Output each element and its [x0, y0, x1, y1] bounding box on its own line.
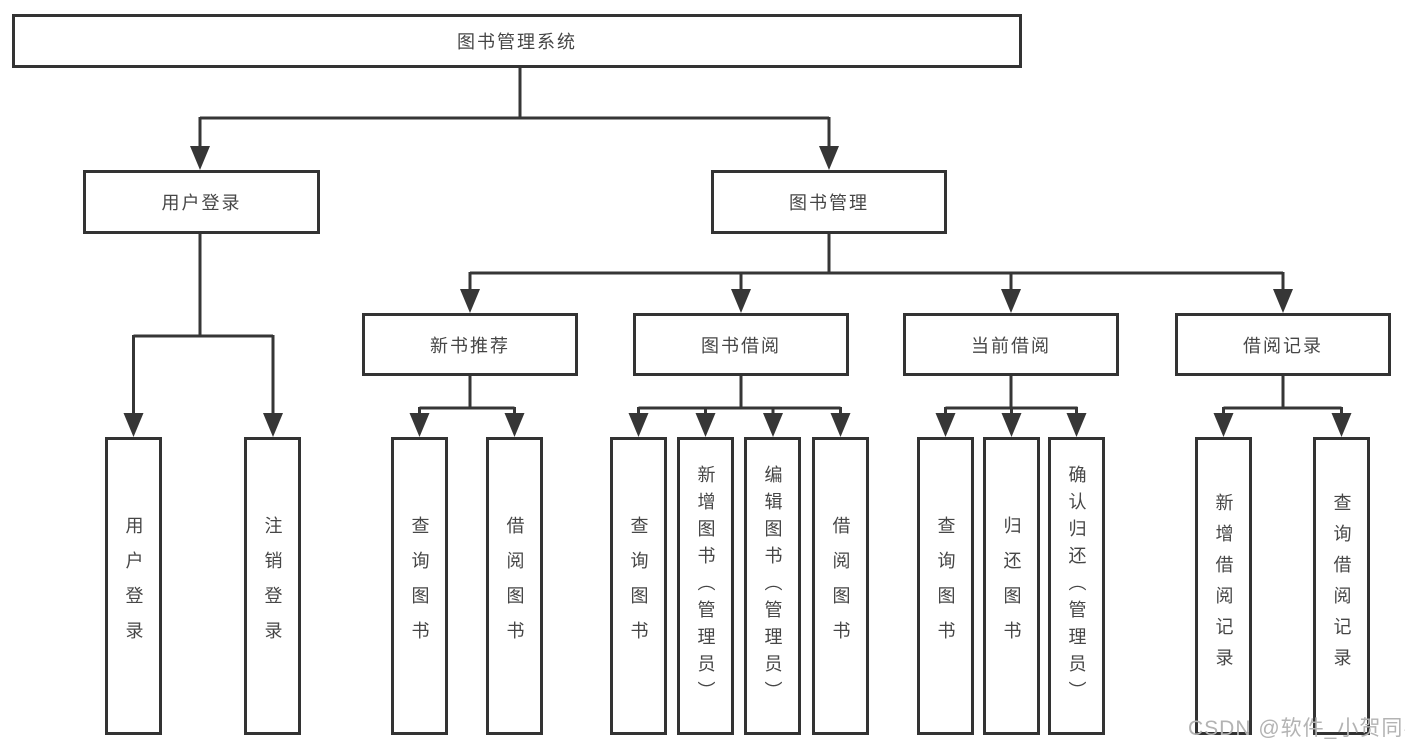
arrowhead [1001, 289, 1021, 313]
node-query-books-recommend-label: 查询图书 [409, 516, 430, 656]
node-query-books-recommend: 查询图书 [391, 437, 448, 735]
arrowhead [935, 413, 956, 437]
arrowhead [460, 289, 480, 313]
csdn-watermark: CSDN @软件_小贺同学 [1188, 717, 1405, 740]
node-edit-book-admin-label: 编辑图书（管理员） [762, 464, 783, 708]
arrowhead [409, 413, 430, 437]
node-borrow-books-borrow: 借阅图书 [812, 437, 869, 735]
node-query-books-current-label: 查询图书 [935, 516, 956, 656]
node-query-borrow-record-label: 查询借阅记录 [1331, 493, 1352, 679]
arrowhead [263, 413, 283, 437]
arrowhead [123, 413, 144, 437]
node-query-borrow-record: 查询借阅记录 [1313, 437, 1370, 735]
node-return-book-label: 归还图书 [1001, 516, 1022, 656]
node-root: 图书管理系统 [12, 14, 1022, 68]
node-borrow-books-borrow-label: 借阅图书 [830, 516, 851, 656]
arrowhead [763, 413, 783, 437]
node-book-borrowing: 图书借阅 [633, 313, 849, 376]
node-root-label: 图书管理系统 [457, 32, 577, 52]
arrowhead [1331, 413, 1352, 437]
node-return-book: 归还图书 [983, 437, 1040, 735]
node-borrowing-records-label: 借阅记录 [1243, 335, 1323, 356]
node-query-books-current: 查询图书 [917, 437, 974, 735]
arrowhead [1001, 413, 1022, 437]
node-confirm-return-admin: 确认归还（管理员） [1048, 437, 1105, 735]
node-new-book-recommend: 新书推荐 [362, 313, 578, 376]
arrowhead [1066, 413, 1087, 437]
node-user-login: 用户登录 [83, 170, 320, 234]
node-current-borrowing-label: 当前借阅 [971, 335, 1051, 356]
arrowhead [731, 289, 751, 313]
arrowhead [628, 413, 649, 437]
node-add-book-admin: 新增图书（管理员） [677, 437, 734, 735]
node-borrow-books-recommend-label: 借阅图书 [504, 516, 525, 656]
node-book-management: 图书管理 [711, 170, 947, 234]
arrowhead [1273, 289, 1293, 313]
node-book-management-label: 图书管理 [789, 193, 869, 213]
node-book-borrowing-label: 图书借阅 [701, 335, 781, 356]
node-query-books-borrow: 查询图书 [610, 437, 667, 735]
node-edit-book-admin: 编辑图书（管理员） [744, 437, 801, 735]
arrowhead [190, 146, 210, 170]
arrowhead [830, 413, 851, 437]
arrowhead [504, 413, 525, 437]
node-new-book-recommend-label: 新书推荐 [430, 335, 510, 356]
node-logout: 注销登录 [244, 437, 301, 735]
arrowhead [819, 146, 839, 170]
arrowhead [695, 413, 716, 437]
node-current-borrowing: 当前借阅 [903, 313, 1119, 376]
arrowhead [1213, 413, 1234, 437]
node-borrowing-records: 借阅记录 [1175, 313, 1391, 376]
node-confirm-return-admin-label: 确认归还（管理员） [1066, 464, 1087, 708]
node-add-book-admin-label: 新增图书（管理员） [695, 464, 716, 708]
node-borrow-books-recommend: 借阅图书 [486, 437, 543, 735]
node-logout-label: 注销登录 [262, 516, 283, 656]
connector-lines [132, 68, 1343, 416]
node-add-borrow-record-label: 新增借阅记录 [1213, 493, 1234, 679]
node-user-login-leaf: 用户登录 [105, 437, 162, 735]
node-user-login-label: 用户登录 [161, 193, 242, 213]
node-query-books-borrow-label: 查询图书 [628, 516, 649, 656]
node-user-login-leaf-label: 用户登录 [123, 516, 144, 656]
node-add-borrow-record: 新增借阅记录 [1195, 437, 1252, 735]
